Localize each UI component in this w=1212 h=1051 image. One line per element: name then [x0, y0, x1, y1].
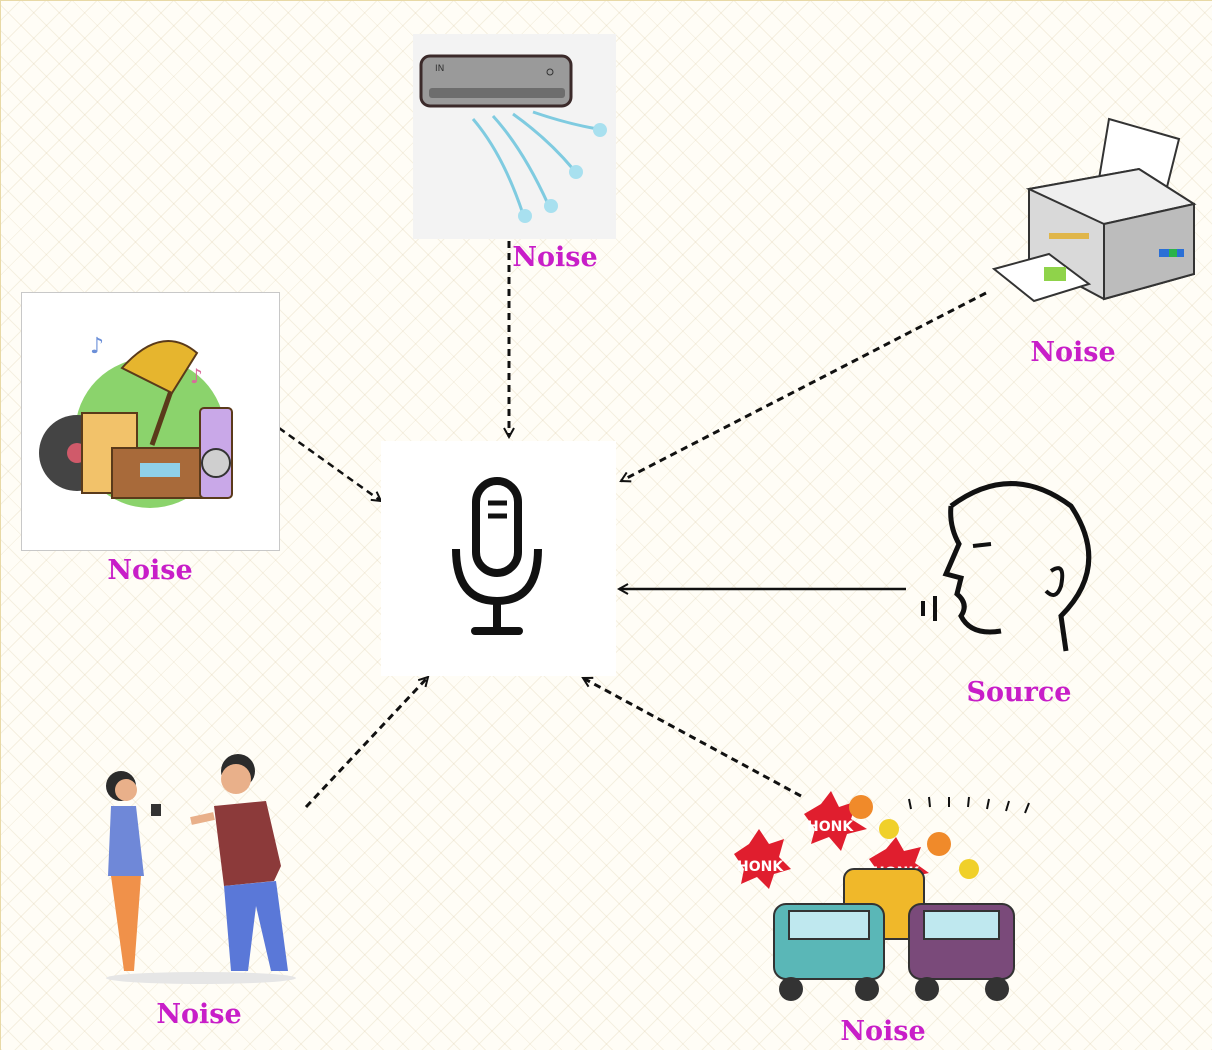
svg-text:♪: ♪: [90, 334, 104, 359]
gramophone-icon: ♪ ♪: [39, 334, 233, 508]
air-conditioner-icon: IN: [419, 54, 607, 223]
honk-text-top: HONK: [807, 819, 854, 835]
gramophone-noise-label: Noise: [107, 555, 193, 586]
conversing-people-icon: [106, 754, 296, 984]
printer-image: [989, 109, 1204, 309]
microphone-image: [381, 441, 616, 676]
printer-noise-label: Noise: [1030, 337, 1116, 368]
svg-text:♪: ♪: [190, 364, 203, 388]
ac-noise-label: Noise: [512, 242, 598, 273]
arrow-traffic-to-mic: [583, 676, 802, 798]
speaking-person-image: [911, 466, 1106, 661]
microphone-icon: [452, 477, 542, 635]
printer-icon: [991, 117, 1197, 303]
arrow-gramophone-to-mic: [278, 426, 381, 501]
honk-text-left: HONK: [737, 859, 784, 875]
people-noise-label: Noise: [156, 999, 242, 1030]
svg-text:IN: IN: [435, 64, 444, 74]
conversing-people-image: [96, 746, 306, 986]
arrow-people-to-mic: [304, 677, 428, 809]
air-conditioner-image: IN: [413, 34, 616, 239]
gramophone-image: ♪ ♪: [21, 292, 280, 551]
honking-cars-image: HONK HONK HONK: [729, 789, 1041, 1004]
arrow-printer-to-mic: [621, 291, 987, 483]
traffic-noise-label: Noise: [840, 1016, 926, 1047]
speaking-person-icon: [921, 481, 1092, 652]
honking-cars-icon: HONK HONK HONK: [734, 791, 1030, 1001]
source-label: Source: [966, 677, 1072, 708]
